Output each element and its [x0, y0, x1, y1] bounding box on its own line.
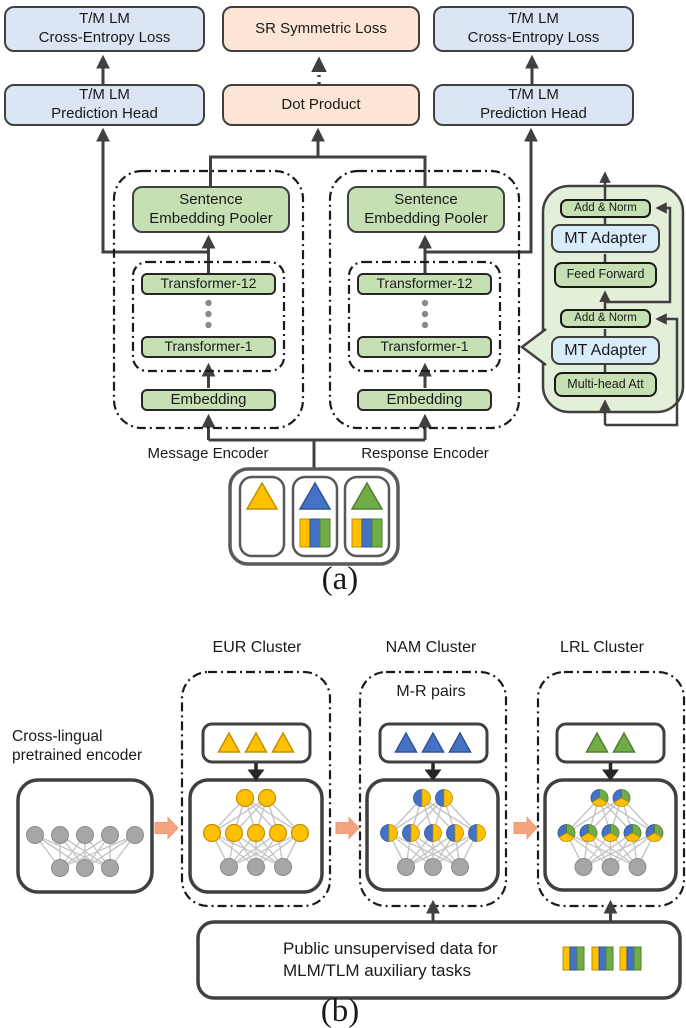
sentence-pooler-left: Sentence Embedding Pooler [132, 186, 290, 233]
message-encoder-label: Message Encoder [147, 444, 269, 462]
pretrained-network [26, 826, 144, 877]
feed-forward-box: Feed Forward [554, 262, 657, 288]
dot-product-box: Dot Product [222, 84, 420, 126]
mr-pairs-label: M-R pairs [396, 683, 466, 700]
transformer-1-left: Transformer-1 [141, 336, 276, 358]
loss-box-left: T/M LM Cross-Entropy Loss [4, 6, 205, 52]
transformer-12-left: Transformer-12 [141, 273, 276, 295]
public-data-bars [562, 946, 642, 971]
mt-adapter-top: MT Adapter [551, 224, 660, 253]
transformer-stack-outline-left [131, 260, 286, 373]
eur-network [202, 788, 310, 876]
lrl-network [557, 789, 664, 876]
sr-symmetric-loss-box: SR Symmetric Loss [222, 6, 420, 52]
add-norm-bottom: Add & Norm [560, 309, 651, 328]
response-encoder-label: Response Encoder [361, 444, 489, 462]
transformer-12-right: Transformer-12 [357, 273, 492, 295]
input-branch-line [208, 438, 425, 470]
pretrained-encoder-label: Cross-lingual pretrained encoder [12, 727, 143, 764]
adapter-callout-pointer-fill [522, 329, 546, 365]
input-cell-message [238, 475, 286, 558]
eur-cluster-label: EUR Cluster [212, 639, 302, 656]
nam-network [380, 789, 486, 876]
multi-head-att-box: Multi-head Att [554, 372, 657, 397]
lrl-pairs-box [555, 722, 666, 764]
transformer-1-right: Transformer-1 [357, 336, 492, 358]
embedding-left: Embedding [141, 389, 276, 411]
nam-cluster-label: NAM Cluster [385, 639, 477, 656]
loss-box-right: T/M LM Cross-Entropy Loss [433, 6, 634, 52]
branch-right-to-head [425, 127, 538, 254]
sentence-pooler-right: Sentence Embedding Pooler [347, 186, 505, 233]
caption-a: (a) [321, 561, 359, 598]
layer-ellipsis-dots [205, 299, 429, 329]
pairs-to-network-arrows [247, 763, 619, 781]
public-data-box [196, 920, 682, 1000]
caption-b: (b) [320, 993, 360, 1028]
neural-networks [26, 788, 664, 877]
residual-lower [605, 313, 679, 427]
transformer-stack-outline-right [347, 260, 502, 373]
mt-adapter-bottom: MT Adapter [551, 336, 660, 365]
lrl-cluster-label: LRL Cluster [560, 639, 644, 656]
prediction-head-left: T/M LM Prediction Head [4, 84, 205, 126]
embedding-right: Embedding [357, 389, 492, 411]
public-data-label: Public unsupervised data for MLM/TLM aux… [283, 938, 498, 980]
adapter-callout-pointer-edge [519, 328, 547, 366]
input-token-icons [245, 481, 384, 548]
prediction-head-right: T/M LM Prediction Head [433, 84, 634, 126]
branch-left-to-head [96, 127, 209, 254]
cluster-transfer-arrows [154, 816, 538, 840]
response-encoder-outline [328, 169, 521, 430]
eur-cluster-outline [180, 670, 332, 908]
message-encoder-outline [112, 169, 305, 430]
cluster-token-icons [217, 731, 636, 753]
residual-upper [605, 202, 672, 304]
add-norm-top: Add & Norm [560, 199, 651, 218]
